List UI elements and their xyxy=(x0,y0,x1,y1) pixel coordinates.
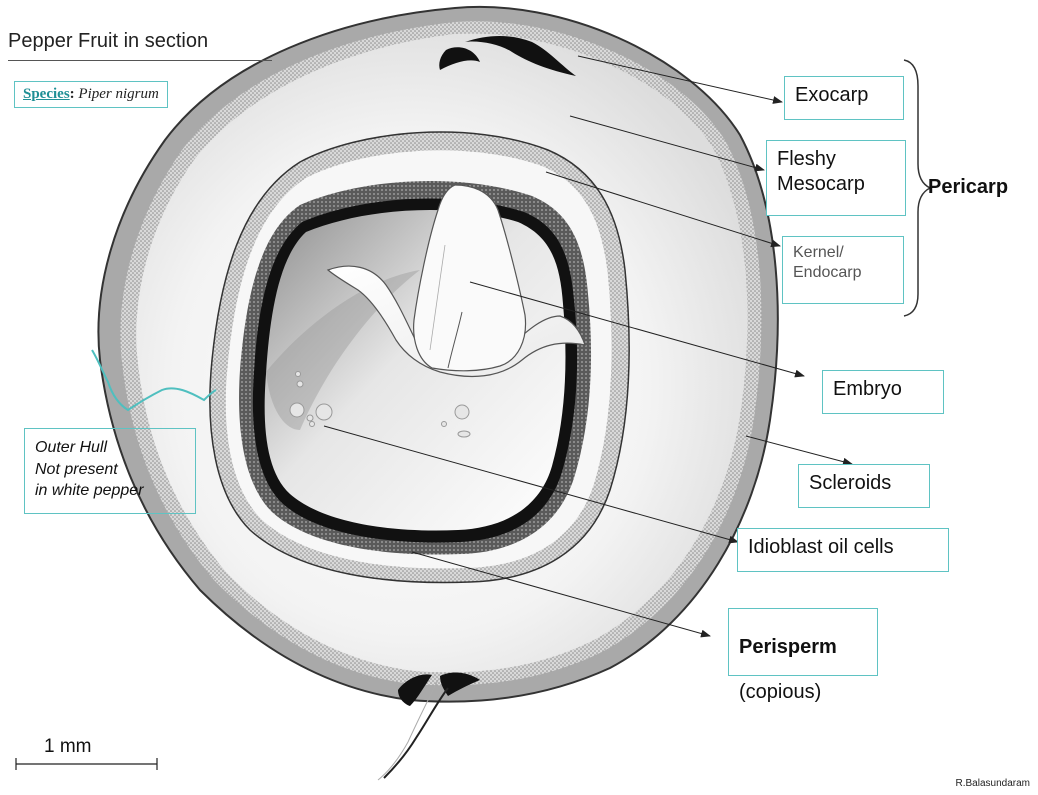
perisperm-title: Perisperm xyxy=(739,635,867,660)
perisperm-note: (copious) xyxy=(739,680,867,705)
label-kernel-endocarp: Kernel/ Endocarp xyxy=(782,236,904,304)
label-scleroids: Scleroids xyxy=(798,464,930,508)
species-name: Piper nigrum xyxy=(78,86,158,102)
species-link[interactable]: Species xyxy=(23,86,70,102)
label-fleshy-mesocarp: Fleshy Mesocarp xyxy=(766,140,906,216)
pericarp-brace xyxy=(904,60,930,316)
label-perisperm: Perisperm (copious) xyxy=(728,608,878,676)
label-exocarp: Exocarp xyxy=(784,76,904,120)
label-pericarp: Pericarp xyxy=(928,176,1008,199)
title-underline xyxy=(8,60,272,61)
page-title: Pepper Fruit in section xyxy=(8,30,208,53)
label-idioblast: Idioblast oil cells xyxy=(737,528,949,572)
scale-bar xyxy=(16,758,157,770)
species-separator: : xyxy=(70,86,75,102)
species-box: Species: Piper nigrum xyxy=(14,81,168,108)
label-outer-hull: Outer Hull Not present in white pepper xyxy=(24,428,196,514)
author-credit: R.Balasundaram xyxy=(956,778,1030,789)
label-embryo: Embryo xyxy=(822,370,944,414)
scale-bar-label: 1 mm xyxy=(44,736,92,758)
